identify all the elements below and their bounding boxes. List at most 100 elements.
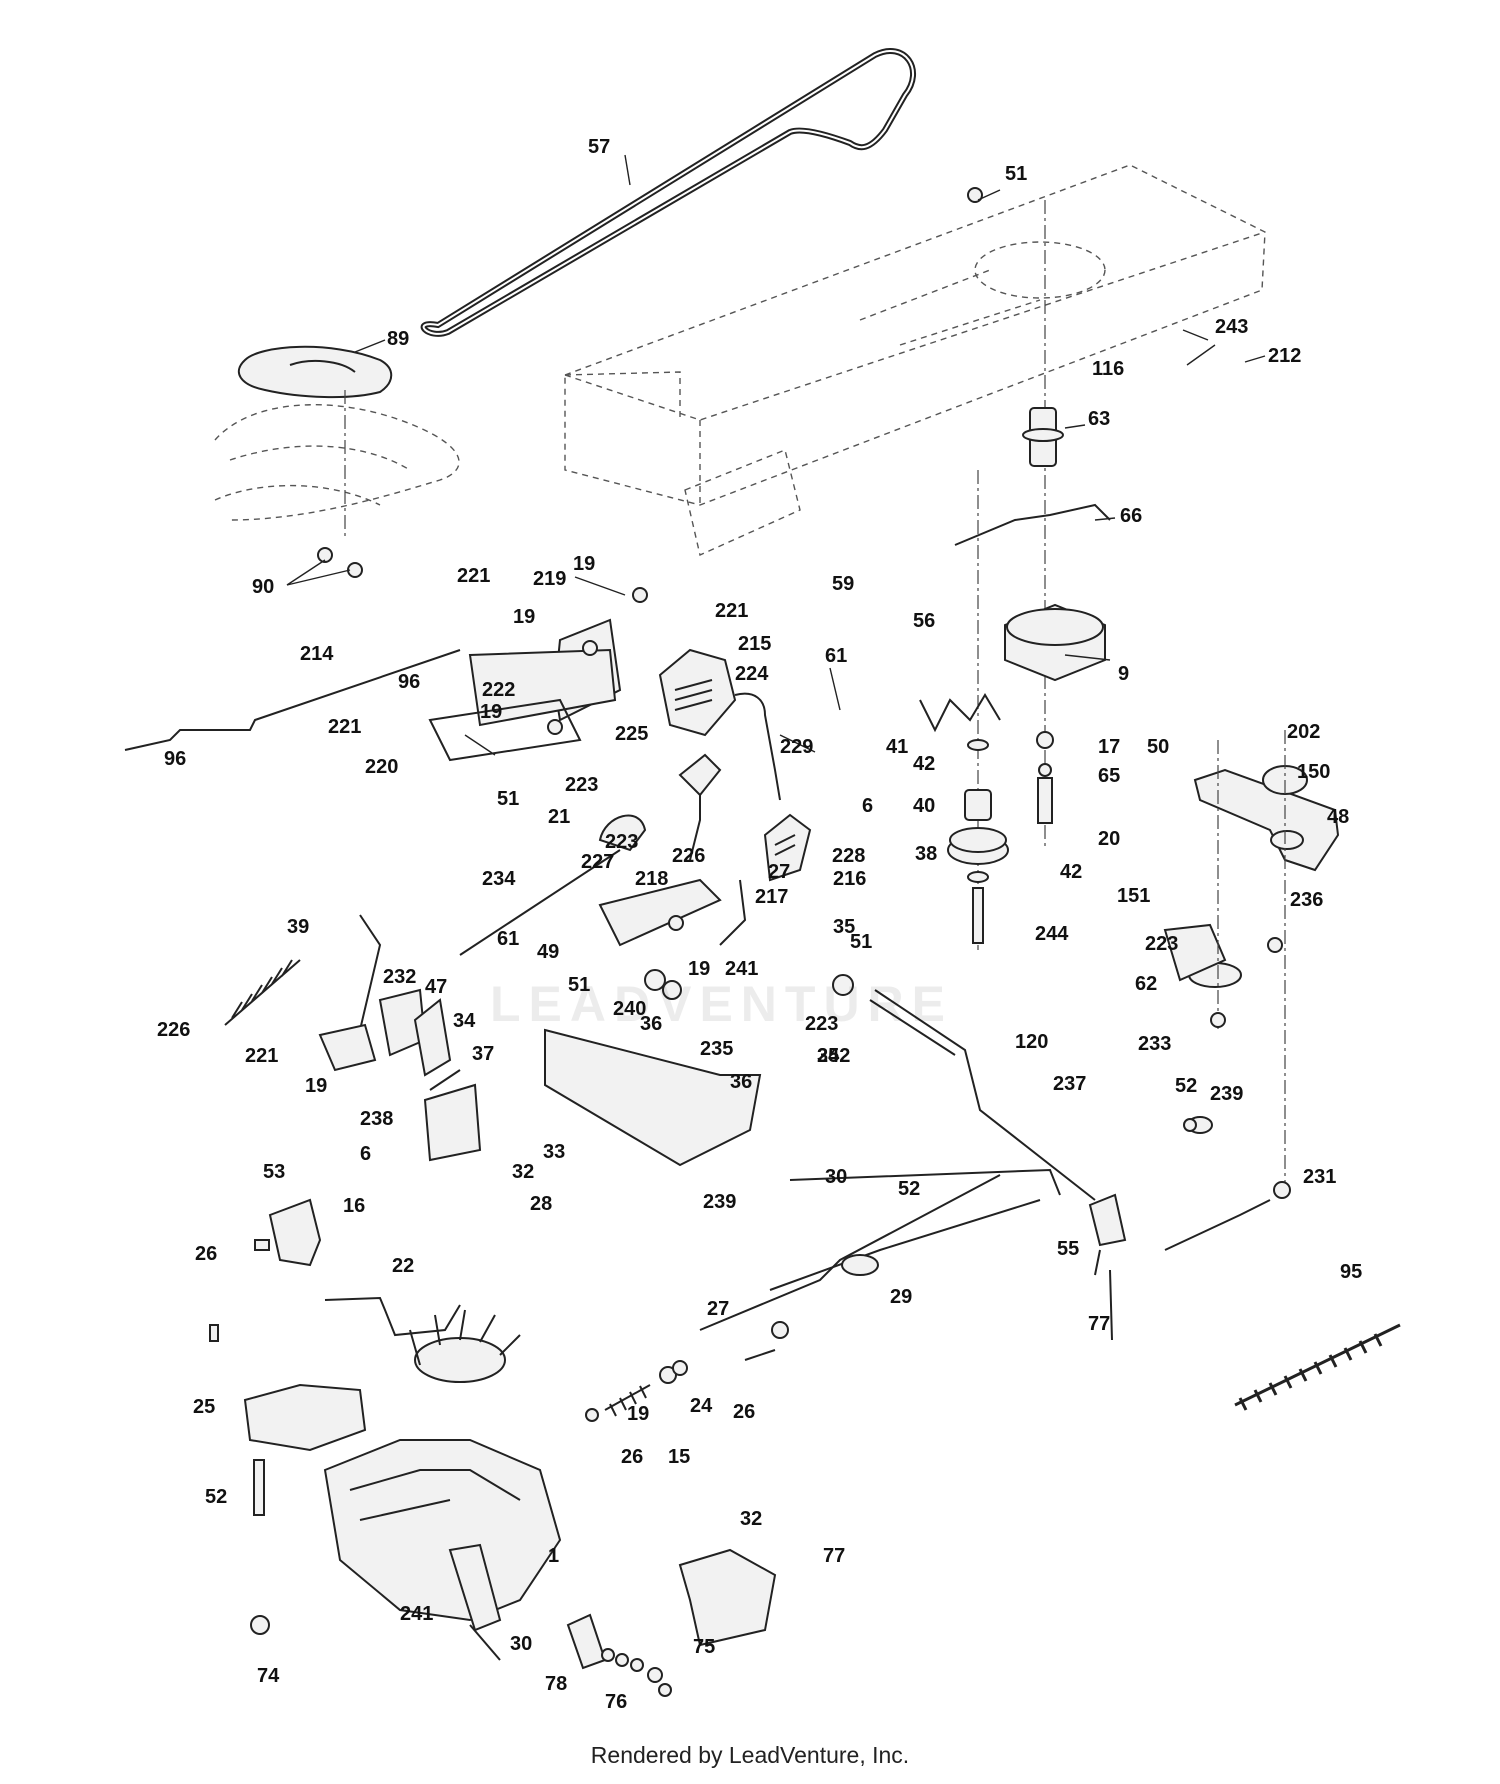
part-label: 34 <box>453 1010 476 1032</box>
part-label: 15 <box>668 1446 690 1468</box>
part-label: 120 <box>1015 1031 1048 1053</box>
part-label: 229 <box>780 736 813 758</box>
part-label: 56 <box>913 610 935 632</box>
fastener-group <box>317 187 1283 1132</box>
part-label: 202 <box>1287 721 1320 743</box>
part-label: 226 <box>672 845 705 867</box>
watermark: LEADVENTURE <box>490 976 954 1032</box>
part-label: 19 <box>627 1403 649 1425</box>
part-label: 33 <box>543 1141 565 1163</box>
part-label: 28 <box>530 1193 552 1215</box>
part-label: 52 <box>1175 1075 1197 1097</box>
part-label: 59 <box>832 573 854 595</box>
bracket-231 <box>544 1028 762 1167</box>
part-label: 150 <box>1297 761 1330 783</box>
part-label: 221 <box>328 716 361 738</box>
part-label: 96 <box>164 748 186 770</box>
part-label: 19 <box>513 606 535 628</box>
part-label: 214 <box>300 643 334 665</box>
part-label: 36 <box>730 1071 752 1093</box>
part-label: 42 <box>913 753 935 775</box>
lift-lever <box>359 814 647 1031</box>
part-label: 39 <box>287 916 309 938</box>
part-label: 37 <box>472 1043 494 1065</box>
spring-240 <box>224 959 301 1026</box>
part-label: 221 <box>715 600 748 622</box>
pedal-assembly <box>428 618 812 947</box>
part-label: 51 <box>568 974 590 996</box>
part-label: 66 <box>1120 505 1142 527</box>
part-label: 19 <box>573 553 595 575</box>
footer-credit: Rendered by LeadVenture, Inc. <box>590 1742 910 1768</box>
part-label: 25 <box>193 1396 215 1418</box>
part-label: 232 <box>383 966 416 988</box>
idler-bracket <box>1163 730 1340 1190</box>
part-label: 234 <box>482 868 516 890</box>
part-label: 62 <box>1135 973 1157 995</box>
part-label: 19 <box>480 701 502 723</box>
part-label: 35 <box>817 1045 839 1067</box>
part-label: 96 <box>398 671 420 693</box>
part-label: 6 <box>360 1143 371 1165</box>
part-label: 26 <box>195 1243 217 1265</box>
drive-belt <box>420 48 917 337</box>
spring-55 <box>1234 1323 1401 1411</box>
part-label: 151 <box>1117 885 1150 907</box>
part-label: 225 <box>615 723 648 745</box>
part-label: 228 <box>832 845 865 867</box>
part-label: 6 <box>862 795 873 817</box>
part-label: 32 <box>740 1508 762 1530</box>
part-label: 224 <box>735 663 769 685</box>
part-label: 233 <box>1138 1033 1171 1055</box>
part-label: 51 <box>850 931 872 953</box>
part-label: 53 <box>263 1161 285 1183</box>
part-label: 222 <box>482 679 515 701</box>
part-label: 221 <box>245 1045 278 1067</box>
part-label: 219 <box>533 568 566 590</box>
transaxle <box>243 1309 562 1661</box>
part-label: 77 <box>823 1545 845 1567</box>
part-label: 239 <box>703 1191 736 1213</box>
part-label: 42 <box>1060 861 1082 883</box>
part-label: 78 <box>545 1673 567 1695</box>
part-label: 38 <box>915 843 937 865</box>
part-label: 52 <box>898 1178 920 1200</box>
part-label: 51 <box>1005 163 1027 185</box>
part-label: 36 <box>640 1013 662 1035</box>
tractor-body <box>214 404 460 521</box>
part-label: 89 <box>387 328 409 350</box>
part-label: 35 <box>833 916 855 938</box>
part-label: 22 <box>392 1255 414 1277</box>
part-label: 223 <box>605 831 638 853</box>
part-label: 243 <box>1215 316 1248 338</box>
control-rod-214 <box>124 649 461 751</box>
bracket-30-lower <box>678 1548 777 1647</box>
part-label: 223 <box>565 774 598 796</box>
seat-cover <box>238 339 393 399</box>
part-label: 20 <box>1098 828 1120 850</box>
part-label: 221 <box>457 565 490 587</box>
part-label: 24 <box>690 1395 713 1417</box>
part-label: 226 <box>157 1019 190 1041</box>
part-label: 32 <box>512 1161 534 1183</box>
part-label: 21 <box>548 806 570 828</box>
part-label: 52 <box>205 1486 227 1508</box>
part-label: 16 <box>343 1195 365 1217</box>
leader-lines <box>286 154 1266 756</box>
part-label: 47 <box>425 976 447 998</box>
part-label: 26 <box>621 1446 643 1468</box>
part-label: 218 <box>635 868 668 890</box>
part-label: 40 <box>913 795 935 817</box>
axle-hardware <box>566 1613 672 1697</box>
part-label: 244 <box>1035 923 1069 945</box>
part-label: 217 <box>755 886 788 908</box>
part-label: 215 <box>738 633 771 655</box>
part-label: 242 <box>817 1045 850 1067</box>
part-label: 49 <box>537 941 559 963</box>
part-label: 116 <box>1092 358 1124 380</box>
part-label: 95 <box>1340 1261 1362 1283</box>
part-label: 19 <box>688 958 710 980</box>
small-hardware <box>209 1116 1291 1361</box>
part-label: 220 <box>365 756 398 778</box>
